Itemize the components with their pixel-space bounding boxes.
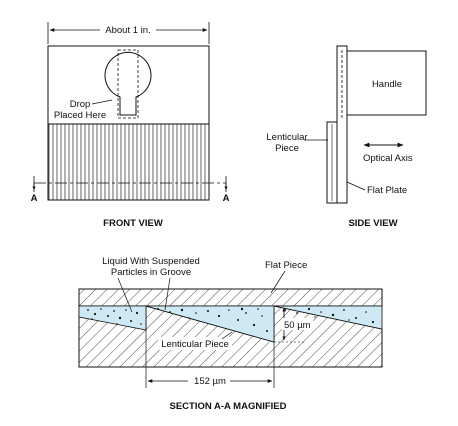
lenticular-label-line1: Lenticular [266,132,307,143]
drop-label-line1: Drop [70,99,91,110]
side-view-caption: SIDE VIEW [348,218,397,229]
hidden-handle-outline [117,49,139,119]
section-mark-right: A [223,193,230,204]
pitch-label: 152 µm [194,376,226,387]
flat-plate-label: Flat Plate [367,185,407,196]
front-view: About 1 in. Drop Placed Here A A FRONT V… [31,22,230,229]
liquid-label-line1: Liquid With Suspended [102,256,200,267]
section-view: Liquid With Suspended Particles in Groov… [78,256,383,412]
flat-piece [78,288,383,307]
flat-piece-label: Flat Piece [265,260,307,271]
lenticular-label-line2: Piece [275,143,299,154]
lenticular-piece-label: Lenticular Piece [161,339,229,350]
handle-label: Handle [372,79,402,90]
width-dimension-label: About 1 in. [105,25,150,36]
drop-label-line2: Placed Here [54,110,106,121]
side-view: Handle Lenticular Piece Optical Axis Fla… [266,45,427,229]
liquid-groove-2 [145,305,275,343]
depth-label: 50 µm [284,320,311,331]
section-caption: SECTION A-A MAGNIFIED [170,401,287,412]
front-view-caption: FRONT VIEW [103,218,163,229]
liquid-groove-3 [273,305,383,330]
optical-axis-label: Optical Axis [363,153,413,164]
front-grooved-area [47,123,210,201]
drop-well [104,52,152,116]
liquid-label-line2: Particles in Groove [111,267,191,278]
handle [346,50,427,116]
flat-plate [336,45,348,204]
section-mark-left: A [31,193,38,204]
